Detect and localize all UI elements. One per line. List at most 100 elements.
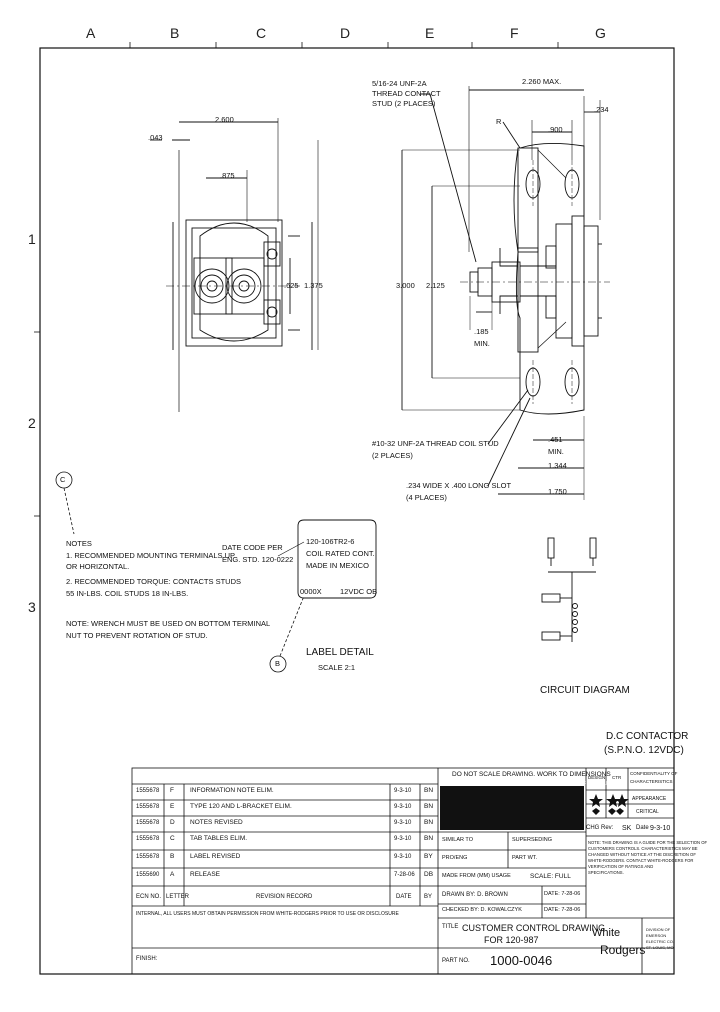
- zone-col-c: C: [256, 25, 267, 41]
- dim-3000: 3.000: [396, 281, 415, 290]
- circuit-diagram: [541, 537, 597, 642]
- revision-description: TYPE 120 AND L-BRACKET ELIM.: [190, 803, 292, 810]
- revision-letter: A: [170, 871, 175, 878]
- disclaimer-line: NOTE: THIS DRAWING IS A GUIDE FOR THE SE…: [588, 840, 708, 845]
- zone-col-b: B: [170, 25, 180, 41]
- zone-col-e: E: [425, 25, 435, 41]
- ip-note: INTERNAL, ALL USERS MUST OBTAIN PERMISSI…: [136, 911, 399, 917]
- date-code-1: DATE CODE PER: [222, 543, 283, 552]
- disclaimer-line: CHANGED WITHOUT NOTICE AT THE DISCRETION…: [588, 852, 696, 857]
- zone-row-3: 3: [28, 599, 36, 615]
- made-from: MADE FROM (MM) USAGE: [442, 873, 511, 879]
- zone-row-1: 1: [28, 231, 36, 247]
- sheet-sk: SK: [622, 825, 632, 832]
- side-view-drawing: [401, 86, 610, 500]
- slot-callout-2: (4 PLACES): [406, 493, 447, 502]
- revision-date: 9-3-10: [394, 820, 412, 826]
- dim-625: .625: [284, 281, 299, 290]
- checked-by: CHECKED BY: D. KOWALCZYK: [442, 907, 522, 913]
- dim-043: .043: [148, 133, 163, 142]
- revision-letter: C: [170, 835, 175, 842]
- revision-description: RELEASE: [190, 871, 220, 878]
- revision-by: BN: [424, 787, 434, 794]
- revision-ecn: 1555678: [136, 854, 160, 860]
- dim-875: .875: [220, 171, 235, 180]
- label-line-1: 120-106TR2-6: [306, 537, 355, 546]
- warning-2: ALL INFORMATION CONTAINED IN THIS DOCUME…: [440, 781, 609, 787]
- dim-1375: 1.375: [304, 281, 323, 290]
- revision-by: DB: [424, 871, 434, 878]
- dim-1750: 1.750: [548, 487, 567, 496]
- sym-header-ctr: CTR: [612, 775, 622, 780]
- zone-col-a: A: [86, 25, 96, 41]
- revision-letter: B: [170, 853, 175, 860]
- thread-callout-3: STUD (2 PLACES): [372, 99, 436, 108]
- finish-label: FINISH:: [136, 956, 158, 962]
- dim-1344: 1.344: [548, 461, 567, 470]
- sym-appearance: APPEARANCE: [632, 796, 667, 802]
- warning-1: DO NOT SCALE DRAWING. WORK TO DIMENSIONS: [452, 771, 611, 778]
- top-view-drawing: [150, 118, 319, 412]
- label-detail-scale: SCALE 2:1: [318, 663, 356, 672]
- label-code-1: 0000X: [300, 587, 322, 596]
- rev-header-by: BY: [424, 894, 433, 900]
- drawn-by: DRAWN BY: D. BROWN: [442, 892, 508, 898]
- pro-eng: PRO/ENG: [442, 855, 468, 861]
- coil-callout-2: (2 PLACES): [372, 451, 413, 460]
- part-wt: PART WT.: [512, 855, 538, 861]
- section-markers: [55, 471, 305, 673]
- dim-451: .451: [548, 435, 563, 444]
- zone-col-f: F: [510, 25, 519, 41]
- slot-callout-1: .234 WIDE X .400 LONG SLOT: [406, 481, 512, 490]
- dim-min-2: MIN.: [548, 447, 564, 456]
- part-no-label: PART NO.: [442, 958, 470, 964]
- dim-185: .185: [474, 327, 489, 336]
- thread-callout-2: THREAD CONTACT: [372, 89, 441, 98]
- note-line-1: 1. RECOMMENDED MOUNTING TERMINALS UP: [66, 551, 236, 560]
- dim-2600: 2.600: [215, 115, 234, 124]
- disclaimer-line: SPECIFICATIONS.: [588, 870, 624, 875]
- dim-2125: 2.125: [426, 281, 445, 290]
- logo-rodgers: Rodgers: [600, 943, 646, 957]
- logo-white: White: [592, 927, 621, 939]
- notes-marker: C: [60, 475, 66, 484]
- revision-ecn: 1555678: [136, 820, 160, 826]
- revision-date: 9-3-10: [394, 854, 412, 860]
- title-label: TITLE: [442, 924, 459, 930]
- product-title-1: D.C CONTACTOR: [606, 731, 689, 742]
- note-line-4: 55 IN-LBS. COIL STUDS 18 IN-LBS.: [66, 589, 189, 598]
- disclaimer-line: WHITE-RODGERS. CONTACT WHITE-RODGERS FOR: [588, 858, 694, 863]
- drawing-title-1: CUSTOMER CONTROL DRAWING: [462, 923, 606, 933]
- drawn-date: DATE: 7-28-06: [544, 891, 581, 897]
- label-detail-box: [277, 519, 377, 599]
- revision-ecn: 1555678: [136, 804, 160, 810]
- revision-by: BN: [424, 803, 434, 810]
- dim-900: .900: [548, 125, 563, 134]
- rev-header-desc: REVISION RECORD: [256, 894, 313, 900]
- circuit-diagram-title: CIRCUIT DIAGRAM: [540, 685, 630, 696]
- sheet-date: 9-3-10: [650, 825, 671, 832]
- sym-header-design: DESIGN: [588, 775, 606, 780]
- date-code-2: ENG. STD. 120-0222: [222, 555, 294, 564]
- similar-to: SIMILAR TO: [442, 837, 473, 843]
- drawing-title-2: FOR 120-987: [484, 935, 539, 945]
- revision-date: 9-3-10: [394, 836, 412, 842]
- revision-by: BY: [424, 853, 433, 860]
- revision-letter: F: [170, 787, 174, 794]
- sym-note-2: CHARACTERISTICS: [630, 779, 673, 784]
- revision-by: BN: [424, 835, 434, 842]
- label-marker: B: [275, 659, 281, 668]
- disclaimer-line: CUSTOMERS CONTROLS. CHARACTERISTICS MAY …: [588, 846, 698, 851]
- note-line-2: OR HORIZONTAL.: [66, 562, 130, 571]
- company-2: EMERSON: [646, 933, 667, 938]
- redacted-block: [440, 786, 584, 830]
- label-detail-title: LABEL DETAIL: [306, 647, 374, 658]
- note-line-3: 2. RECOMMENDED TORQUE: CONTACTS STUDS: [66, 577, 242, 586]
- revision-date: 9-3-10: [394, 788, 412, 794]
- part-number: 1000-0046: [490, 953, 553, 968]
- label-code-2: 12VDC OB: [340, 587, 378, 596]
- company-3: ELECTRIC CO.: [646, 939, 675, 944]
- dim-min: MIN.: [474, 339, 490, 348]
- zone-col-d: D: [340, 25, 351, 41]
